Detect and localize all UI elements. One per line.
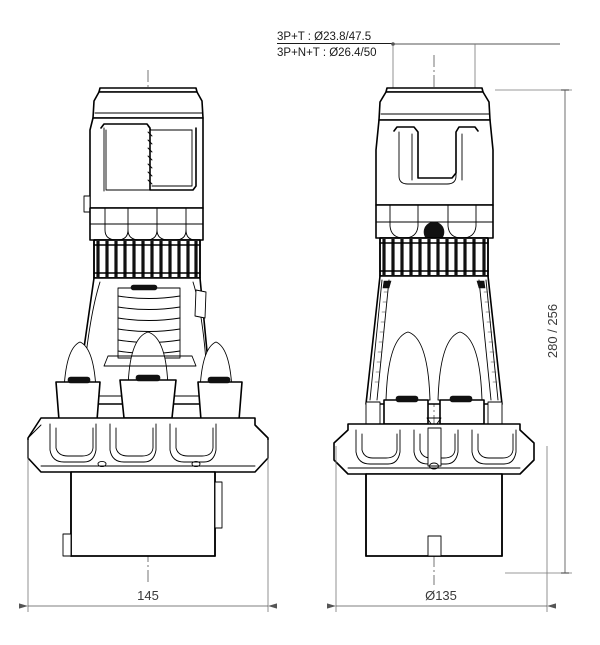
dimension-height: 280 / 256 (495, 89, 572, 574)
left-scallop-collar (89, 207, 204, 241)
dimension-width-right: Ø135 (327, 446, 556, 612)
height-dimension-label: 280 / 256 (545, 304, 560, 358)
note-leader (391, 42, 560, 88)
right-tapered-body (365, 275, 503, 405)
dimension-width-left: 145 (19, 440, 277, 612)
right-width-dimension-label: Ø135 (425, 588, 457, 603)
left-pin-bosses (55, 374, 243, 421)
right-cap-assembly (375, 87, 494, 243)
pin-configuration-note: 3P+T : Ø23.8/47.5 3P+N+T : Ø26.4/50 (277, 31, 392, 59)
left-lower-skirt (62, 471, 223, 557)
left-view-side (27, 70, 269, 585)
left-knurled-band (93, 239, 201, 279)
pin-note-line-1: 3P+T : Ø23.8/47.5 (277, 31, 371, 43)
right-knurled-band (379, 237, 489, 277)
right-lower-skirt (365, 473, 503, 557)
left-tapered-body (63, 277, 233, 405)
left-width-dimension-label: 145 (137, 588, 159, 603)
right-flange-base (333, 423, 535, 475)
pin-note-line-2: 3P+N+T : Ø26.4/50 (277, 47, 377, 59)
left-cap-assembly (83, 87, 204, 213)
right-view-front (333, 55, 535, 585)
left-flange-base (27, 417, 269, 473)
right-pin-bosses (365, 395, 503, 429)
